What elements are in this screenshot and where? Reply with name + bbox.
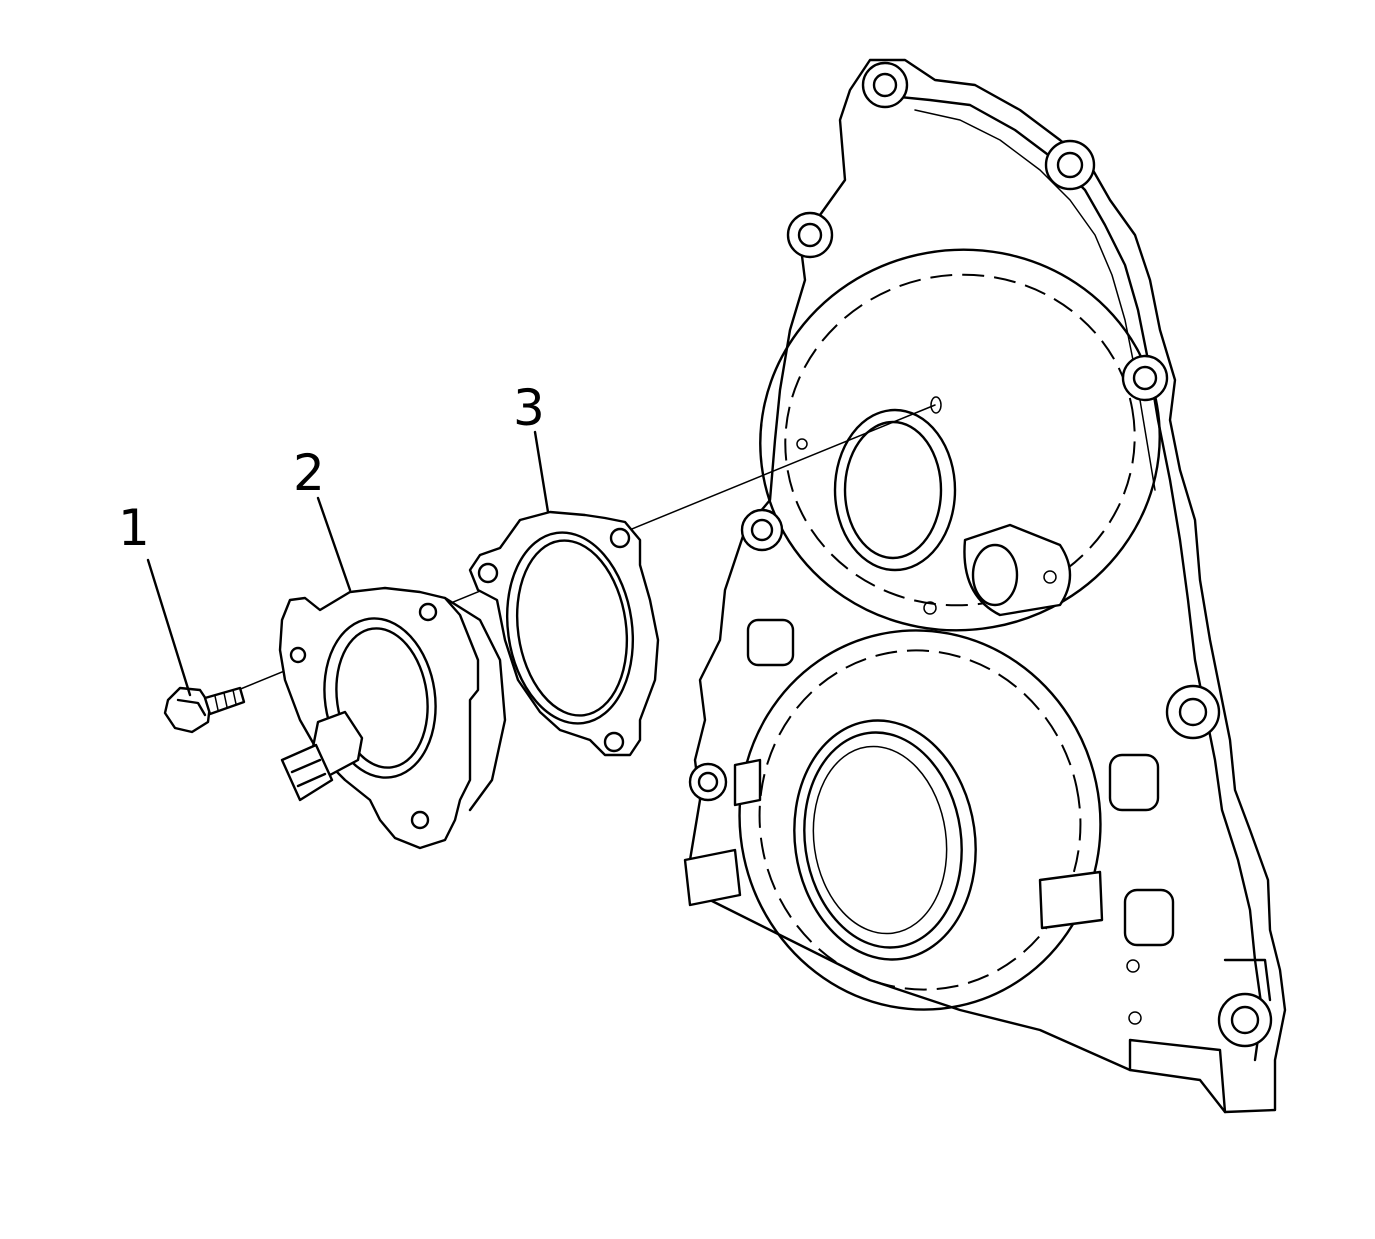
front-cover-rim <box>878 93 1264 1062</box>
callout-1: 1 <box>118 499 150 557</box>
leader-3 <box>533 430 550 514</box>
callout-2: 2 <box>293 444 325 502</box>
mounting-ears <box>688 61 1273 1048</box>
crank-seal-bore <box>793 719 977 961</box>
part-3-gasket <box>468 510 660 757</box>
leader-1 <box>146 558 192 697</box>
part-2-sensor-cover <box>278 586 507 850</box>
upper-bore <box>833 408 957 572</box>
part-1-bolt <box>163 686 246 734</box>
sensor-connector <box>280 710 364 802</box>
front-cover <box>683 58 1287 1114</box>
callout-3: 3 <box>513 379 545 437</box>
leader-2 <box>316 496 352 592</box>
